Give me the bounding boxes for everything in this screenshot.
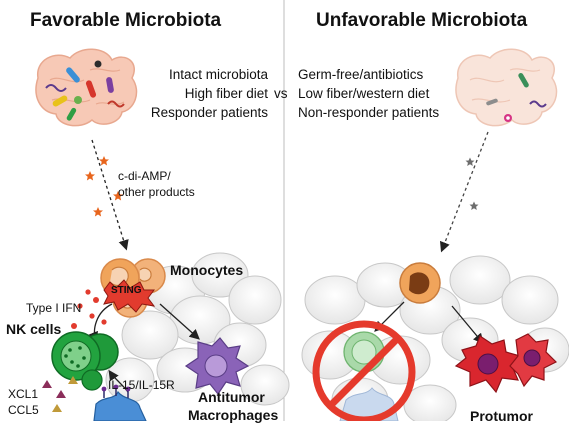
monocytes-label: Monocytes: [170, 262, 244, 278]
nk-cells-label: NK cells: [6, 321, 62, 337]
condition-low-fiber: Low fiber/western diet: [298, 86, 430, 101]
dashed-arrow-favorable: [91, 139, 129, 251]
chemokines-label: XCL1 CCL5: [8, 387, 39, 417]
sting-burst: [103, 279, 156, 313]
sting-label: STING: [111, 285, 142, 296]
gut-unfavorable: [455, 48, 558, 127]
protumor-label: Protumor: [470, 408, 533, 424]
il15-label: IL-15/IL-15R: [108, 378, 175, 392]
condition-responder: Responder patients: [150, 105, 268, 120]
favorable-conditions: Intact microbiota High fiber diet Respon…: [151, 65, 268, 122]
condition-intact: Intact microbiota: [168, 67, 268, 82]
prohibit-icon: [312, 320, 416, 421]
bacteria-unfavorable: [486, 72, 547, 122]
ifn-dots: [71, 289, 107, 329]
bacterial-products-label: c-di-AMP/ other products: [118, 169, 195, 199]
arrow-monocyte-to-macrophage: [159, 303, 200, 340]
star-icon-gray: [465, 157, 479, 210]
condition-high-fiber: High fiber diet: [184, 86, 268, 101]
heading-unfavorable: Unfavorable Microbiota: [316, 10, 528, 31]
condition-non-responder: Non-responder patients: [298, 105, 440, 120]
unfavorable-conditions: Germ-free/antibiotics Low fiber/western …: [298, 65, 439, 122]
condition-germ-free: Germ-free/antibiotics: [298, 67, 424, 82]
antitumor-macrophage: [184, 337, 250, 396]
dashed-arrow-unfavorable: [439, 131, 489, 253]
chemokine-triangles: [42, 376, 78, 412]
gut-favorable: [35, 48, 138, 127]
monocyte-unfavorable: [399, 262, 441, 304]
protumor-macrophage: [454, 333, 558, 394]
arrow-monocyte-to-protumor: [451, 305, 484, 344]
bacteria-favorable: [45, 60, 125, 121]
versus-label: vs: [274, 86, 288, 101]
nk-cell-faded: [343, 331, 385, 373]
dendritic-cell: [93, 384, 147, 421]
nk-cell-cluster: [51, 331, 119, 391]
type-i-ifn-label: Type I IFN: [26, 301, 82, 315]
heading-favorable: Favorable Microbiota: [30, 10, 222, 31]
star-icon: [85, 156, 123, 217]
antitumor-macrophages-label: Antitumor Macrophages: [188, 389, 279, 423]
